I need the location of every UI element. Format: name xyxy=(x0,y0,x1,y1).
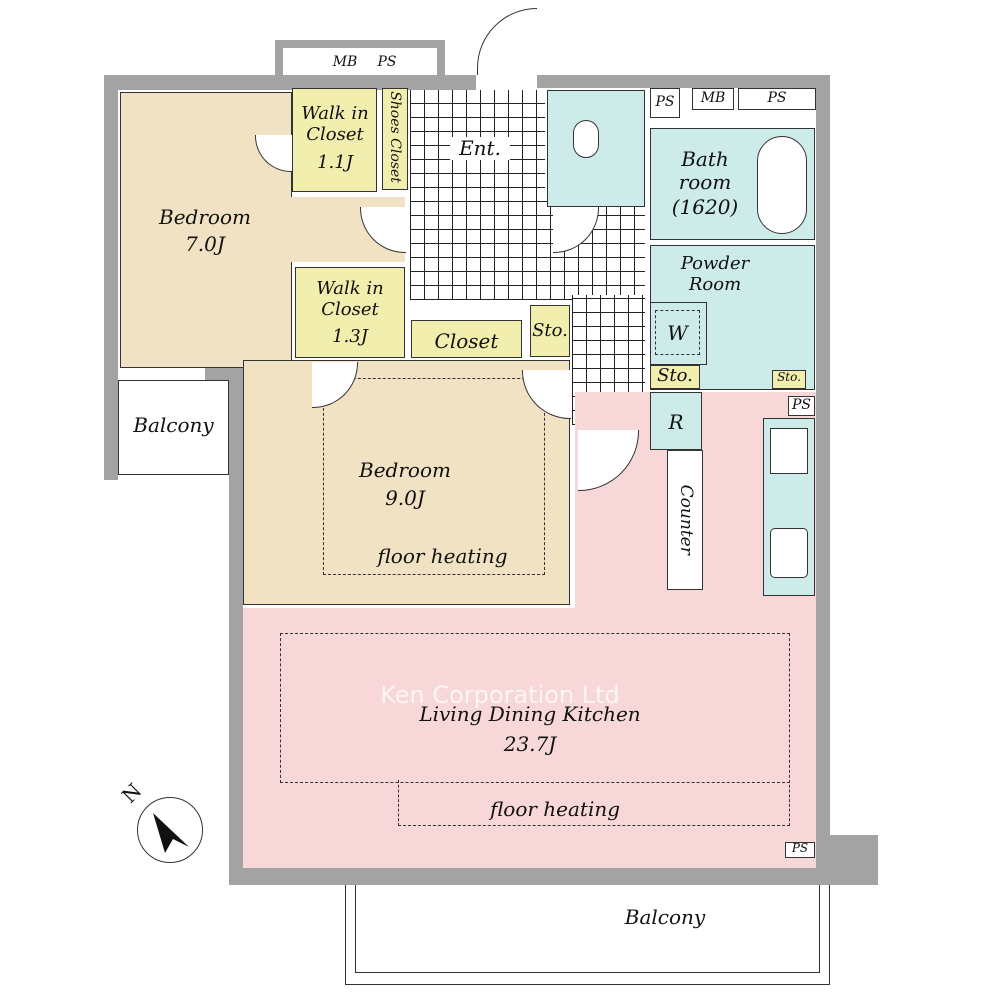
balcony-left xyxy=(118,380,229,475)
ps-box xyxy=(650,88,680,118)
ldk-name: Living Dining Kitchen xyxy=(419,702,641,726)
storage-1-label: Sto. xyxy=(532,320,568,341)
wic-1-size: 1.1J xyxy=(317,152,353,173)
bedroom-2-size: 9.0J xyxy=(385,486,425,510)
outer-wall-top-right xyxy=(537,75,830,88)
bedroom-1-name: Bedroom xyxy=(159,205,251,229)
mb-box xyxy=(692,88,734,110)
shoes-closet xyxy=(382,88,408,190)
watermark: Ken Corporation Ltd xyxy=(380,681,620,709)
balcony-bottom-label: Balcony xyxy=(624,905,706,929)
wic-2-size: 1.3J xyxy=(332,326,368,347)
bedroom-2-floor-heating: floor heating xyxy=(377,544,508,568)
storage-2-label: Sto. xyxy=(657,365,693,386)
outer-wall-left xyxy=(104,75,118,380)
storage-3 xyxy=(772,370,806,389)
bathroom-size: (1620) xyxy=(671,195,739,219)
storage-2 xyxy=(650,365,700,389)
entrance-label: Ent. xyxy=(450,137,510,160)
hall-floor xyxy=(410,200,645,300)
balcony-left-label: Balcony xyxy=(133,413,214,437)
outer-wall-left-lower xyxy=(229,360,243,885)
outer-wall-top xyxy=(104,75,476,90)
ldk-floor-heating: floor heating xyxy=(489,797,621,821)
storage-1 xyxy=(530,305,570,357)
mb-label: MB xyxy=(332,54,358,70)
entrance-door[interactable] xyxy=(477,8,537,75)
ps-label: PS xyxy=(377,54,397,70)
ps-box xyxy=(738,88,816,110)
balcony-rail xyxy=(355,885,820,973)
bedroom-1-size: 7.0J xyxy=(185,232,225,256)
left-balcony-wall xyxy=(104,375,118,480)
wic-2-name: Walk in Closet xyxy=(316,278,384,320)
counter-label: Counter xyxy=(675,484,696,555)
washer-label: W xyxy=(667,321,688,345)
bedroom-2 xyxy=(243,360,570,605)
wic-1-name: Walk in Closet xyxy=(301,103,369,145)
toilet-icon xyxy=(573,120,599,158)
ps-label: PS xyxy=(791,841,809,855)
closet xyxy=(411,320,522,358)
walk-in-closet-2 xyxy=(295,267,405,358)
ps-box xyxy=(785,842,815,858)
compass-arrow-icon xyxy=(153,813,189,853)
storage-3-label: Sto. xyxy=(777,370,801,384)
bathroom-name: Bath room xyxy=(678,147,732,194)
bedroom-1 xyxy=(120,92,292,368)
counter xyxy=(667,450,703,590)
washer-outline xyxy=(655,310,700,355)
ldk-size: 23.7J xyxy=(503,732,557,756)
outer-wall-right xyxy=(816,75,830,885)
powder-room-label: Powder Room xyxy=(680,253,750,295)
sink-icon xyxy=(770,528,808,578)
corner-column-right xyxy=(816,835,878,885)
closet-label: Closet xyxy=(434,329,499,353)
ps-box xyxy=(788,396,815,416)
mb-label: MB xyxy=(700,90,726,106)
bedroom-2-name: Bedroom xyxy=(359,458,451,482)
bathtub-icon xyxy=(757,136,807,234)
fridge-label: R xyxy=(668,410,684,434)
ps-label: PS xyxy=(791,397,811,413)
fridge-space xyxy=(650,392,702,450)
balcony-bottom xyxy=(345,885,830,985)
floor-heating-area xyxy=(398,780,790,826)
meter-box-top xyxy=(275,40,445,75)
living-dining-kitchen xyxy=(243,608,816,868)
walk-in-closet-1 xyxy=(292,88,377,192)
outer-wall-bottom xyxy=(229,868,829,885)
ps-label: PS xyxy=(655,94,675,110)
floor-heating-area xyxy=(280,633,790,783)
shoes-closet-label: Shoes Closet xyxy=(387,91,404,183)
ps-label: PS xyxy=(767,90,787,106)
floor-heating-area xyxy=(323,378,545,575)
stove-icon xyxy=(770,428,808,474)
